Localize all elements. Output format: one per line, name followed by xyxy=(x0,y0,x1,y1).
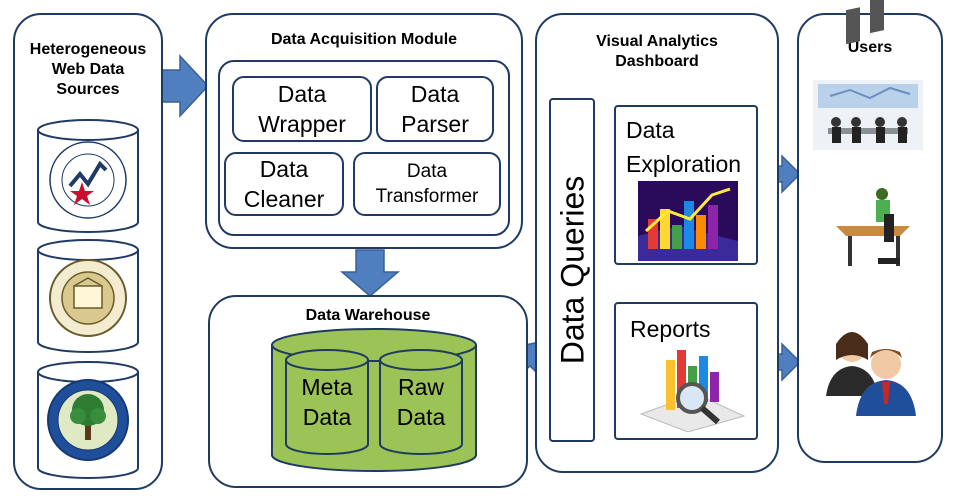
arrow-acquisition-to-warehouse xyxy=(339,249,401,297)
warehouse-title: Data Warehouse xyxy=(305,307,431,324)
data-exploration-box: Data Exploration xyxy=(614,105,758,265)
reports-chart-icon xyxy=(639,350,746,432)
two-people-icon xyxy=(826,332,916,416)
census-logo-icon xyxy=(49,259,127,337)
acquisition-title: Data Acquisition Module xyxy=(270,31,458,48)
bls-logo-icon xyxy=(49,141,127,219)
raw-data-label: Raw Data xyxy=(396,374,446,430)
meta-data-cylinder xyxy=(285,349,369,455)
reports-box: Reports xyxy=(614,302,758,440)
dashboard-title: Visual Analytics Dashboard xyxy=(596,33,718,70)
sources-title: Heterogeneous Web Data Sources xyxy=(29,41,147,98)
users-title: Users xyxy=(847,39,893,56)
raw-data-cylinder xyxy=(379,349,463,455)
education-logo-icon xyxy=(47,379,129,461)
meeting-room-icon xyxy=(813,80,923,150)
meta-data-label: Meta Data xyxy=(301,374,353,430)
exploration-chart-icon xyxy=(638,181,738,261)
data-queries-box: Data Queries xyxy=(549,98,595,442)
computer-users-icon xyxy=(836,0,910,266)
